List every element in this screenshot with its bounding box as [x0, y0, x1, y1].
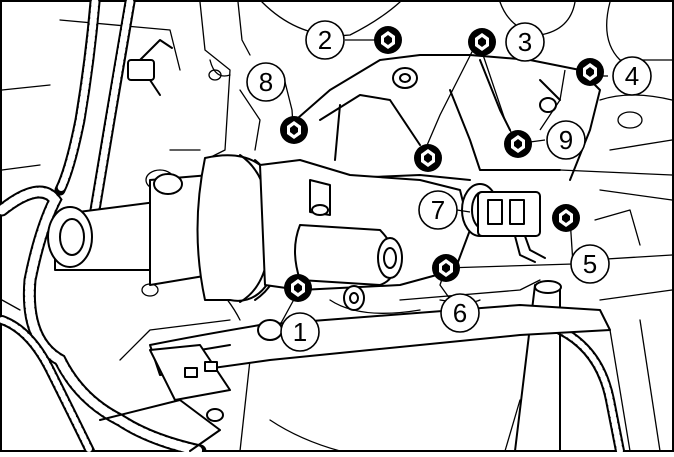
bolt-icon: [468, 28, 496, 56]
bolt-icon: [552, 204, 580, 232]
bolt-icon: [432, 254, 460, 282]
callout-6: 6: [440, 293, 480, 333]
wiring-harness: [0, 0, 207, 457]
callout-label: 9: [559, 125, 573, 155]
callout-4: 4: [612, 56, 652, 96]
bolt-icon: [576, 58, 604, 86]
callout-label: 2: [318, 25, 332, 55]
temperature-sensor-connector: [461, 183, 546, 263]
callout-label: 4: [625, 61, 639, 91]
leader-line-9: [529, 139, 546, 143]
callout-1: 1: [280, 312, 320, 352]
lower-tube: [99, 304, 611, 452]
callout-3: 3: [505, 22, 545, 62]
leader-line-4b: [539, 69, 566, 131]
thermostat-housing: [259, 159, 471, 311]
callout-label: 7: [431, 195, 445, 225]
bolt-icon: [280, 116, 308, 144]
callout-label: 3: [518, 27, 532, 57]
leader-line-7: [456, 209, 471, 213]
leader-line-3a: [424, 39, 479, 151]
leader-line-5: [444, 263, 574, 269]
callout-label: 1: [293, 317, 307, 347]
bolt-icon: [374, 26, 402, 54]
callout-label: 6: [453, 298, 467, 328]
bolt-icon: [414, 144, 442, 172]
callout-label: 8: [259, 67, 273, 97]
bolt-icon: [504, 130, 532, 158]
bolt-icon: [284, 274, 312, 302]
callout-2: 2: [305, 20, 345, 60]
mounting-bracket: [289, 54, 601, 181]
bolts: [280, 26, 604, 302]
callout-7: 7: [418, 190, 458, 230]
callout-9: 9: [546, 120, 586, 160]
callout-label: 5: [583, 249, 597, 279]
hose-coupling: [47, 154, 286, 303]
callout-8: 8: [246, 62, 286, 102]
callout-5: 5: [570, 244, 610, 284]
